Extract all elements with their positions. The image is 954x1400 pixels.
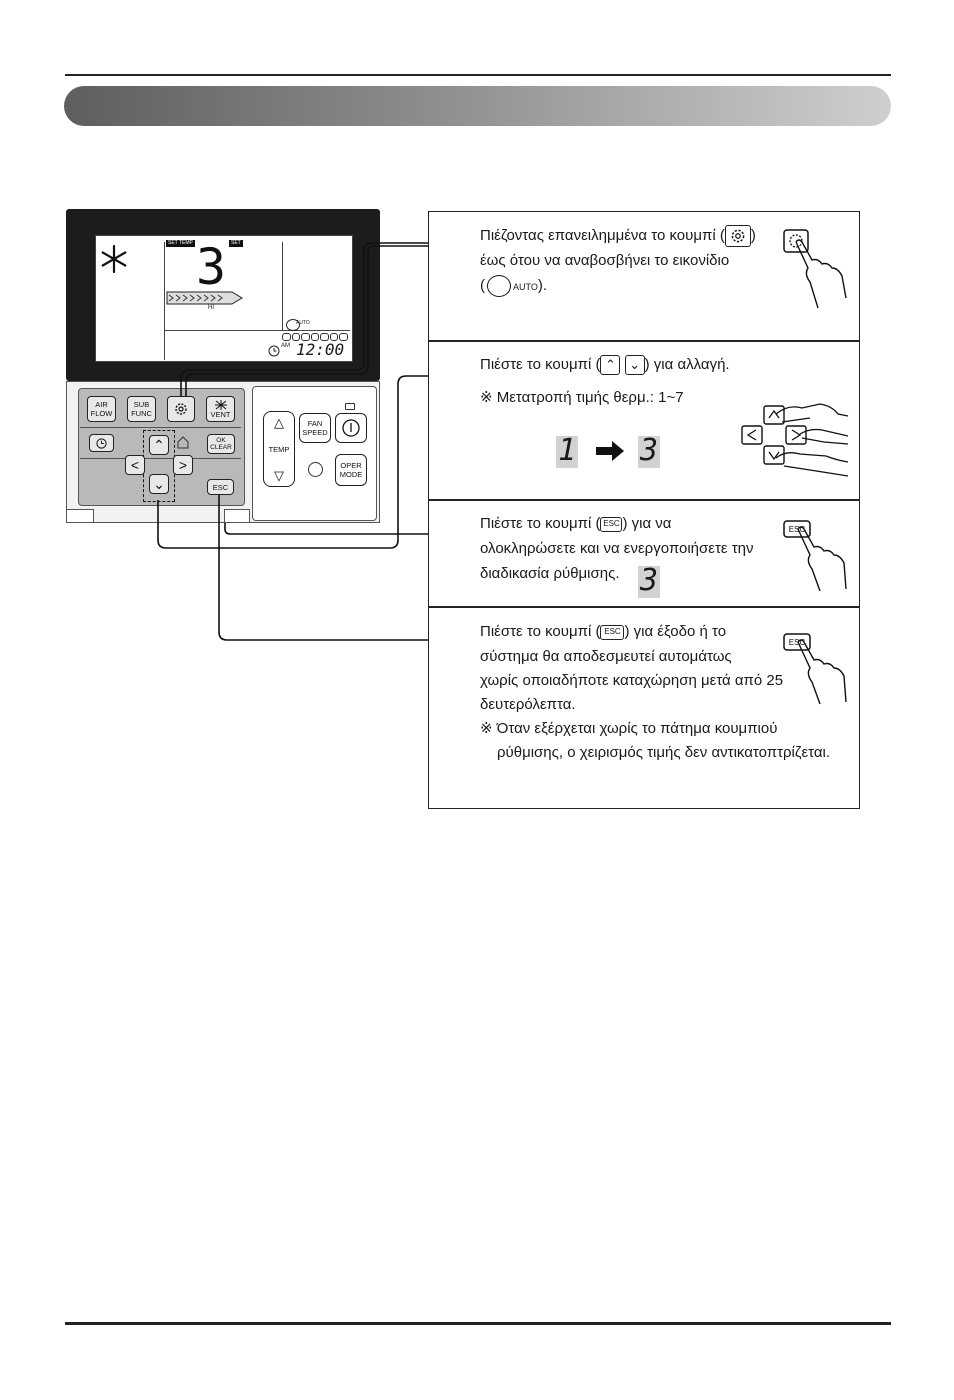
value-from-bg bbox=[556, 436, 578, 468]
step1-line1: Πιέζοντας επανειλημμένα το κουμπί () bbox=[480, 224, 756, 249]
fan-speed-button[interactable]: FAN SPEED bbox=[299, 413, 331, 443]
panel-divider bbox=[80, 458, 241, 459]
up-button[interactable]: ⌃ bbox=[149, 435, 169, 455]
right-button[interactable]: > bbox=[173, 455, 193, 475]
svg-text:ESC: ESC bbox=[789, 525, 806, 534]
step2-line1: Πιέστε το κουμπί (⌃ ⌄) για αλλαγή. bbox=[480, 353, 730, 378]
press-esc-hand-icon: ESC bbox=[783, 520, 847, 592]
right-arrow-icon bbox=[596, 441, 624, 461]
lcd-digit: 3 bbox=[196, 238, 227, 296]
power-button[interactable] bbox=[335, 413, 367, 443]
step1-line3: (AUTO). bbox=[480, 274, 547, 300]
auto-tag: AUTO bbox=[296, 320, 310, 326]
air-flow-button[interactable]: AIR FLOW bbox=[87, 396, 116, 422]
function-setting-button[interactable] bbox=[167, 396, 195, 422]
step3-line3: διαδικασία ρύθμισης. bbox=[480, 565, 620, 582]
footer-rule bbox=[65, 1322, 891, 1325]
value-to: 3 bbox=[639, 433, 659, 468]
down-button[interactable]: ⌄ bbox=[149, 474, 169, 494]
weekday-indicators bbox=[282, 333, 349, 341]
temp-rocker[interactable]: △ TEMP ▽ bbox=[263, 411, 295, 487]
thermo-auto-icon bbox=[487, 275, 511, 298]
temp-up-icon: △ bbox=[274, 415, 284, 430]
sub-func-button[interactable]: SUB FUNC bbox=[127, 396, 156, 422]
press-esc-hand-icon: ESC bbox=[783, 633, 847, 705]
lcd-divider bbox=[282, 242, 283, 330]
svg-text:ESC: ESC bbox=[789, 638, 806, 647]
esc-key-icon: ESC bbox=[600, 516, 623, 532]
power-led bbox=[345, 403, 355, 410]
row-divider bbox=[428, 340, 860, 342]
header-rule bbox=[65, 74, 891, 76]
fan-level-label: HI bbox=[208, 305, 214, 311]
step3-line2: ολοκληρώσετε και να ενεργοποιήσετε την bbox=[480, 540, 754, 557]
temp-down-icon: ▽ bbox=[274, 468, 284, 483]
up-key-icon: ⌃ bbox=[600, 355, 621, 376]
set-temp-tag: SET TEMP bbox=[166, 240, 195, 247]
lcd-divider bbox=[164, 330, 350, 331]
lcd-screen: SET TEMP SET 3 HI AUTO AM 12:00 bbox=[95, 235, 353, 362]
row-divider bbox=[428, 606, 860, 608]
step4-line2: σύστημα θα αποδεσμευτεί αυτομάτως bbox=[480, 648, 732, 665]
vent-button[interactable]: VENT bbox=[206, 396, 235, 422]
down-key-icon: ⌄ bbox=[624, 355, 645, 376]
value-final: 3 bbox=[639, 563, 659, 598]
vent-icon bbox=[214, 399, 227, 410]
value-final-bg bbox=[638, 566, 660, 598]
left-button[interactable]: < bbox=[125, 455, 145, 475]
temp-label: TEMP bbox=[268, 444, 290, 454]
am-label: AM bbox=[281, 343, 290, 349]
ok-clear-button[interactable]: OK CLEAR bbox=[207, 434, 235, 454]
step4-line4: δευτερόλεπτα. bbox=[480, 696, 576, 713]
fan-speed-bar-icon bbox=[166, 291, 243, 305]
step3-line1: Πιέστε το κουμπί (ESC) για να bbox=[480, 515, 672, 532]
esc-key-icon: ESC bbox=[600, 624, 625, 640]
value-to-bg bbox=[638, 436, 660, 468]
esc-button[interactable]: ESC bbox=[207, 479, 234, 495]
remote-tab bbox=[224, 509, 250, 523]
step2-note: ※ Μετατροπή τιμής θερμ.: 1~7 bbox=[480, 389, 684, 406]
home-icon bbox=[177, 436, 189, 449]
vent-label: VENT bbox=[210, 409, 231, 419]
step4-line1: Πιέστε το κουμπί (ESC) για έξοδο ή το bbox=[480, 623, 727, 640]
step4-line3: χωρίς οποιαδήποτε καταχώρηση μετά από 25 bbox=[480, 672, 784, 689]
step4-note2: ρύθμισης, ο χειρισμός τιμής δεν αντικατο… bbox=[497, 744, 831, 761]
clock-icon bbox=[268, 345, 280, 357]
snowflake-icon bbox=[101, 244, 127, 274]
value-from: 1 bbox=[557, 433, 577, 468]
press-gear-hand-icon bbox=[783, 229, 847, 309]
instruction-table bbox=[428, 211, 860, 809]
set-tag: SET bbox=[229, 240, 243, 247]
clock-icon bbox=[96, 437, 107, 449]
lcd-time: 12:00 bbox=[296, 340, 345, 359]
step4-note1: ※ Όταν εξέρχεται χωρίς το πάτημα κουμπιο… bbox=[480, 720, 778, 737]
connector-lines bbox=[157, 242, 428, 641]
remote-tab bbox=[66, 509, 94, 523]
timer-button[interactable] bbox=[89, 434, 114, 452]
press-arrows-hands-icon bbox=[741, 403, 849, 477]
gear-key-icon bbox=[724, 225, 751, 248]
panel-divider bbox=[80, 427, 241, 428]
oper-mode-button[interactable]: OPER MODE bbox=[335, 454, 367, 486]
section-banner bbox=[64, 86, 891, 126]
power-icon bbox=[342, 419, 360, 437]
lcd-divider bbox=[164, 242, 165, 360]
step1-line2: έως ότου να αναβοσβήνει το εικονίδιο bbox=[480, 252, 730, 269]
thermo-auto-icon bbox=[286, 319, 300, 331]
sensor-dot bbox=[308, 462, 323, 477]
gear-icon bbox=[175, 403, 187, 415]
row-divider bbox=[428, 499, 860, 501]
